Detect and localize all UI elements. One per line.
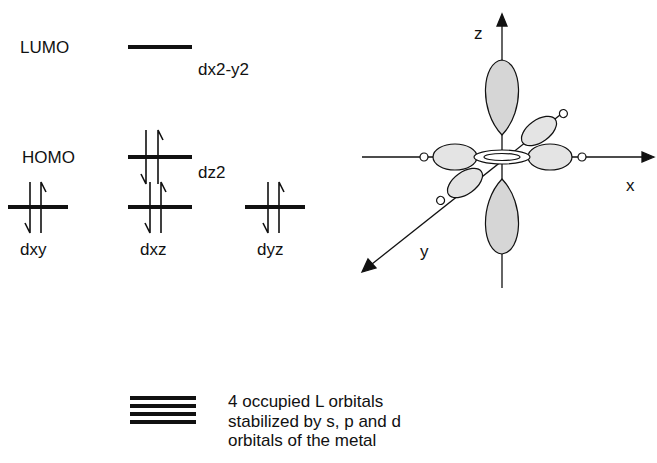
- dz2-orbital-with-ligands: [420, 60, 586, 254]
- orbital-name: dx2-y2: [198, 60, 249, 80]
- orbital-label: LUMO: [20, 38, 69, 58]
- axis-label: z: [474, 24, 483, 44]
- orbital-name: dxz: [140, 240, 166, 260]
- orbital-name: dyz: [257, 240, 283, 260]
- axis-label: x: [626, 176, 635, 196]
- orbital-name: dz2: [198, 163, 225, 183]
- axis-label: y: [420, 242, 429, 262]
- orbital-name: dxy: [20, 240, 46, 260]
- note-text: 4 occupied L orbitals stabilized by s, p…: [228, 392, 443, 451]
- energy-levels: [8, 47, 305, 422]
- electron-arrows: [25, 130, 284, 233]
- orbital-label: HOMO: [22, 148, 75, 168]
- axes: [362, 14, 654, 288]
